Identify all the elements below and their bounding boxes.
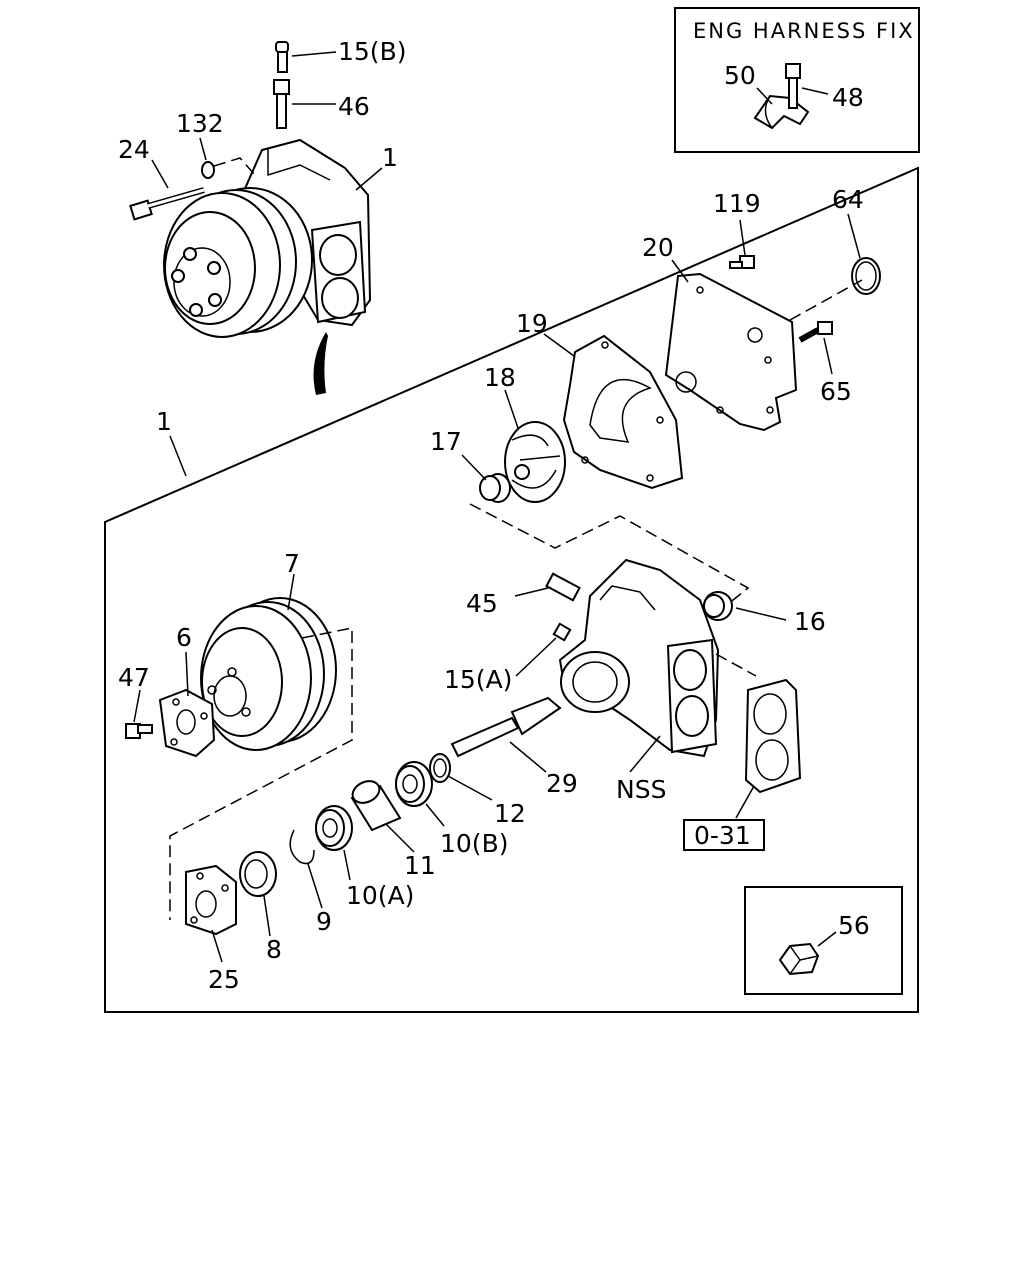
label-24: 24: [118, 135, 150, 164]
pump-housing-nss-part: [558, 558, 720, 758]
label-10a: 10(A): [346, 881, 414, 910]
label-46: 46: [338, 92, 370, 121]
seal-8-part: [239, 851, 277, 897]
label-16: 16: [794, 607, 826, 636]
assembly-arrow-icon: [313, 332, 328, 395]
label-15b: 15(B): [338, 37, 406, 66]
snap-ring-9-part: [289, 829, 315, 865]
label-25: 25: [208, 965, 240, 994]
label-47: 47: [118, 663, 150, 692]
inset-frame: [674, 7, 920, 153]
label-29: 29: [546, 769, 578, 798]
sleeve-45-part: [545, 572, 581, 602]
gasket-19-part: [562, 334, 684, 490]
outlet-gasket-part: [744, 678, 802, 794]
bolt-65-part: [798, 321, 833, 343]
assembled-water-pump: 15(B) 46 132 24 1: [118, 37, 406, 395]
label-65: 65: [820, 377, 852, 406]
shaft-29-part: [450, 696, 562, 758]
label-1-main: 1: [156, 407, 172, 436]
stud-46-part: [273, 79, 290, 129]
label-8: 8: [266, 935, 282, 964]
cap-56-part: [778, 942, 820, 976]
eng-harness-fix-inset: ENG HARNESS FIX 50 48: [674, 7, 920, 153]
label-12: 12: [494, 799, 526, 828]
cap-56-inset: 56: [744, 886, 903, 995]
label-20: 20: [642, 233, 674, 262]
label-6: 6: [176, 623, 192, 652]
reference-label: 0-31: [694, 821, 751, 850]
nipple-15a-part: [552, 622, 572, 642]
label-1-top: 1: [382, 143, 398, 172]
label-9: 9: [316, 907, 332, 936]
washer-132-part: [201, 161, 215, 179]
seal-16-part: [703, 591, 733, 621]
harness-clip-part: [753, 94, 810, 130]
seal-17-part: [479, 473, 511, 503]
label-132: 132: [176, 109, 224, 138]
label-11: 11: [404, 851, 436, 880]
bolt-119-part: [729, 255, 755, 269]
harness-bolt-part: [785, 63, 801, 109]
bearing-10b-part: [395, 761, 433, 807]
label-7: 7: [284, 549, 300, 578]
label-64: 64: [832, 185, 864, 214]
label-17: 17: [430, 427, 462, 456]
stud-15b-part: [275, 41, 289, 73]
label-56: 56: [838, 911, 870, 940]
inset-56-frame: [744, 886, 903, 995]
label-10b: 10(B): [440, 829, 508, 858]
spacer-11-part: [350, 780, 402, 832]
flange-25-part: [185, 864, 237, 936]
flange-6-part: [158, 688, 216, 758]
assembled-pulley-part: [163, 187, 313, 338]
label-19: 19: [516, 309, 548, 338]
label-45: 45: [466, 589, 498, 618]
label-119: 119: [713, 189, 761, 218]
label-nss: NSS: [616, 775, 666, 804]
label-50: 50: [724, 61, 756, 90]
bolt-24-part: [129, 187, 205, 221]
label-48: 48: [832, 83, 864, 112]
impeller-18-part: [504, 421, 566, 503]
bearing-10a-part: [315, 805, 353, 851]
pulley-7-part: [200, 597, 337, 751]
washer-12-part: [429, 753, 451, 783]
inset-title: ENG HARNESS FIX: [693, 19, 915, 43]
bolt-47-part: [125, 723, 153, 739]
cover-plate-20-part: [664, 272, 798, 432]
label-18: 18: [484, 363, 516, 392]
exploded-view-frame: [104, 166, 919, 1013]
reference-box: [683, 819, 765, 851]
label-15a: 15(A): [444, 665, 512, 694]
